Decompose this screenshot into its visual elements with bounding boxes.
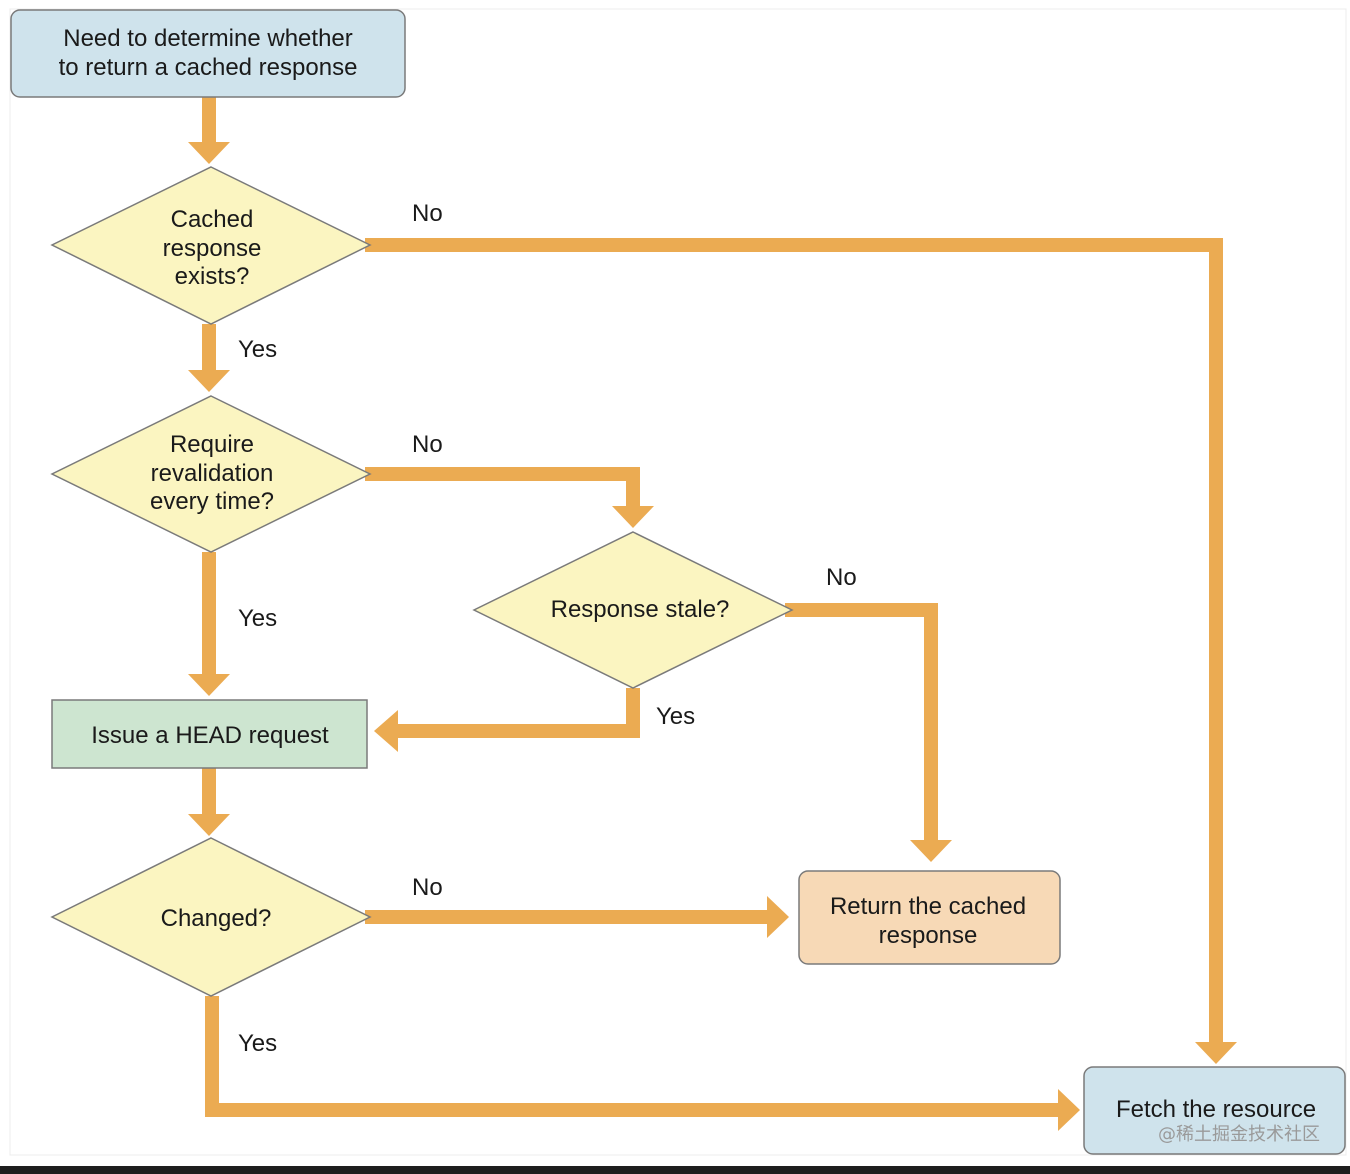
arrow-revalidate-no-to-stale	[365, 467, 654, 528]
fetch-resource-text: Fetch the resource	[1116, 1096, 1316, 1123]
label-cached-no: No	[412, 200, 443, 227]
arrow-changed-no-to-return	[365, 896, 789, 938]
label-cached-yes: Yes	[238, 336, 277, 363]
bottom-bar	[0, 1166, 1350, 1174]
label-changed-no: No	[412, 874, 443, 901]
result-return-cached: Return the cached response	[798, 870, 1061, 965]
head-request-text: Issue a HEAD request	[91, 722, 329, 749]
decision-require-revalidation: Require revalidation every time?	[50, 395, 372, 553]
changed-text: Changed?	[161, 905, 272, 932]
arrow-start-to-cached	[188, 97, 230, 164]
label-stale-yes: Yes	[656, 703, 695, 730]
arrow-cached-yes-to-revalidate	[188, 324, 230, 392]
arrow-revalidate-yes-to-head	[188, 552, 230, 696]
start-text-line2: to return a cached response	[59, 54, 358, 81]
start-node: Need to determine whether to return a ca…	[10, 9, 406, 98]
revalidation-line3: every time?	[150, 488, 274, 515]
return-cached-line1: Return the cached	[830, 893, 1026, 920]
decision-response-stale: Response stale?	[472, 531, 794, 689]
decision-changed: Changed?	[50, 837, 372, 997]
arrow-stale-no-to-return	[785, 603, 952, 862]
arrow-stale-yes-to-head	[374, 688, 640, 752]
start-text-line1: Need to determine whether	[63, 25, 353, 52]
label-stale-no: No	[826, 564, 857, 591]
arrow-changed-yes-to-fetch	[205, 996, 1080, 1131]
response-stale-text: Response stale?	[551, 596, 730, 623]
arrow-head-to-changed	[188, 768, 230, 836]
revalidation-line2: revalidation	[151, 460, 274, 487]
watermark-text: @稀土掘金技术社区	[1158, 1124, 1320, 1145]
result-fetch-resource: Fetch the resource @稀土掘金技术社区	[1083, 1066, 1346, 1155]
arrow-cached-no-to-fetch	[365, 238, 1237, 1064]
cached-exists-line1: Cached	[171, 206, 254, 233]
cached-exists-line3: exists?	[175, 263, 250, 290]
decision-cached-exists: Cached response exists?	[50, 166, 372, 325]
connectors	[188, 97, 1237, 1131]
edge-labels: No Yes No Yes No Yes No Yes	[238, 200, 857, 1057]
return-cached-line2: response	[879, 922, 978, 949]
label-revalidate-no: No	[412, 431, 443, 458]
page-border	[9, 8, 1347, 1156]
label-revalidate-yes: Yes	[238, 605, 277, 632]
revalidation-line1: Require	[170, 431, 254, 458]
action-head-request: Issue a HEAD request	[51, 699, 368, 769]
label-changed-yes: Yes	[238, 1030, 277, 1057]
cached-exists-line2: response	[163, 235, 262, 262]
